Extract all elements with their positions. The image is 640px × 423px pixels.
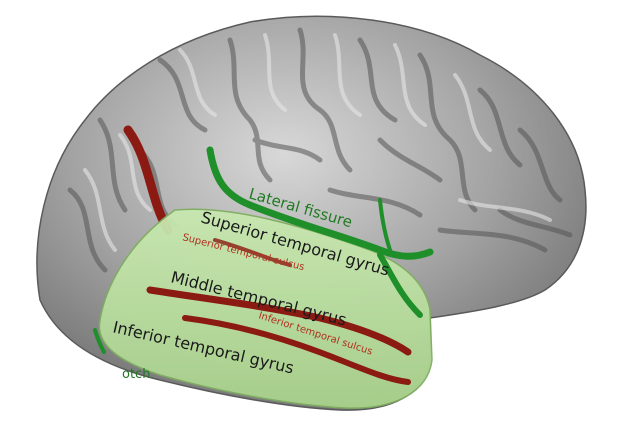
inferior-temporal-sulcus: [182, 315, 411, 385]
superior-temporal-sulcus: [146, 286, 412, 356]
cortical-gyri-highlights: [83, 33, 552, 252]
temporal-sulcus-branch: [213, 238, 292, 267]
preoccipital-notch-partial-label: otch: [122, 367, 150, 382]
lateral-fissure: [93, 146, 434, 354]
